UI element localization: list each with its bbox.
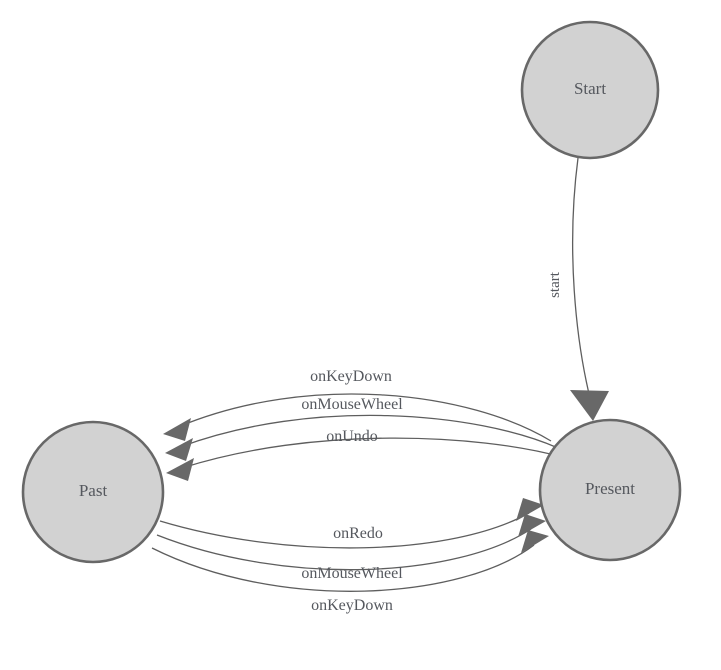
edge-label-onmousewheel-bottom: onMouseWheel (301, 565, 403, 582)
node-start-circle (520, 20, 660, 160)
edge-past-to-present-onmousewheel[interactable]: onMouseWheel (156, 514, 546, 582)
edge-path-onkeydown-bottom (151, 544, 535, 592)
node-past[interactable]: Past (21, 420, 165, 564)
node-present-label: Present (585, 479, 635, 498)
edge-label-onmousewheel-top: onMouseWheel (301, 396, 403, 413)
arrowhead-present-onkeydown (521, 530, 549, 553)
edge-past-to-present-onkeydown[interactable]: onKeyDown (151, 530, 549, 614)
arrowhead-past-onundo (166, 458, 194, 481)
arrowhead-present-onredo (516, 498, 544, 521)
node-present-circle (538, 418, 682, 562)
edge-present-to-past-onundo[interactable]: onUndo (166, 428, 563, 481)
node-start-label: Start (574, 79, 606, 98)
edge-path-onkeydown-top (177, 393, 552, 442)
arrowhead-present-start (570, 390, 609, 421)
edge-label-start: start (547, 271, 563, 298)
edge-past-to-present-onredo[interactable]: onRedo (159, 498, 544, 549)
node-past-circle (21, 420, 165, 564)
edge-label-onkeydown-top: onKeyDown (310, 368, 392, 385)
edge-label-onredo: onRedo (333, 525, 383, 542)
edge-present-to-past-onkeydown[interactable]: onKeyDown (163, 368, 552, 442)
edge-path-onredo (159, 512, 530, 549)
node-start[interactable]: Start (520, 20, 660, 160)
edge-path-onmousewheel-top (179, 414, 559, 449)
node-present[interactable]: Present (538, 418, 682, 562)
node-past-label: Past (79, 481, 108, 500)
edge-label-onundo: onUndo (326, 428, 378, 445)
edge-start-to-present[interactable]: start (547, 157, 609, 421)
edge-path-start (571, 157, 591, 399)
arrowhead-past-onmousewheel (165, 438, 193, 461)
arrowhead-past-onkeydown (163, 418, 191, 441)
edge-path-onundo (181, 437, 563, 469)
edge-present-to-past-onmousewheel[interactable]: onMouseWheel (165, 396, 559, 461)
arrowhead-present-onmousewheel (518, 514, 546, 537)
edge-path-onmousewheel-bottom (156, 528, 532, 571)
edge-label-onkeydown-bottom: onKeyDown (311, 597, 393, 614)
